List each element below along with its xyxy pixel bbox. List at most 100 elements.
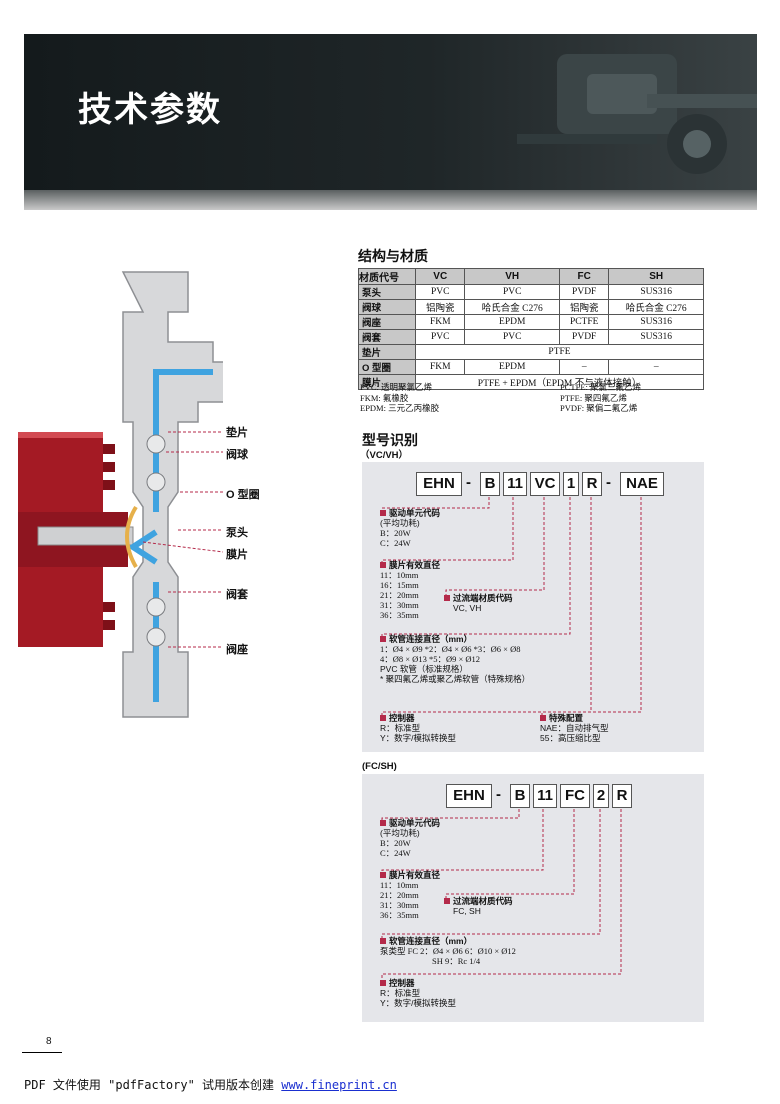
table-cell: FKM	[415, 359, 466, 375]
label-valve-ball: 阀球	[226, 449, 248, 461]
drive-unit-c: C：24W	[380, 538, 411, 548]
drive-unit-block: 驱动单元代码 (平均功耗) B：20W C：24W	[380, 818, 440, 858]
diaphragm-item: 36：35mm	[380, 910, 419, 920]
drive-unit-sub: (平均功耗)	[380, 518, 420, 528]
table-cell: PVDF	[558, 284, 610, 300]
abbreviation: PTFE: 聚四氟乙烯	[560, 392, 627, 403]
table-row: 阀球 铝陶瓷 哈氏合金 C276 铝陶瓷 哈氏合金 C276	[357, 299, 704, 315]
row-label: 阀套	[357, 329, 417, 345]
diaphragm-item: 11：10mm	[380, 880, 419, 890]
footer-text: PDF 文件使用 "pdfFactory" 试用版本创建	[24, 1078, 282, 1092]
materials-table: 材质代号 VC VH FC SH 泵头 PVC PVC PVDF SUS316 …	[357, 268, 704, 390]
footer-link[interactable]: www.fineprint.cn	[281, 1078, 397, 1092]
controller-title: 控制器	[389, 978, 415, 988]
row-label: 泵头	[357, 284, 417, 300]
label-pump-head: 泵头	[226, 527, 248, 539]
special-55: 55：高压缩比型	[540, 733, 601, 743]
tubing-line: PVC 软管（标准规格）	[380, 664, 468, 674]
special-block: 特殊配置 NAE：自动排气型 55：高压缩比型	[540, 713, 608, 743]
table-cell: 铝陶瓷	[558, 299, 610, 315]
fc-sh-subtitle: (FC/SH)	[362, 761, 397, 772]
structure-title: 结构与材质	[358, 248, 428, 264]
label-gasket: 垫片	[226, 427, 248, 439]
controller-r: R：标准型	[380, 723, 421, 733]
diaphragm-item: 36：35mm	[380, 610, 419, 620]
tubing-line: 4：Ø8 × Ø13 *5：Ø9 × Ø12	[380, 654, 481, 664]
table-cell: FKM	[415, 314, 466, 330]
vc-vh-panel	[362, 462, 704, 752]
code-special: NAE	[620, 472, 664, 496]
table-cell: SUS316	[608, 284, 704, 300]
abbreviation: PCTFE: 聚氯三氟乙烯	[560, 382, 641, 392]
tubing-line: * 聚四氟乙烯或聚乙烯软管（特殊规格）	[380, 674, 531, 684]
table-cell: PVDF	[558, 329, 610, 345]
table-cell: 哈氏合金 C276	[608, 299, 704, 315]
diaphragm-item: 21：20mm	[380, 890, 419, 900]
col-header: SH	[608, 268, 704, 285]
tubing-line: 1：Ø4 × Ø9 *2：Ø4 × Ø6 *3：Ø6 × Ø8	[380, 644, 521, 654]
table-row: 阀套 PVC PVC PVDF SUS316	[357, 329, 704, 345]
row-label: 膜片	[357, 374, 417, 390]
diaphragm-item: 11：10mm	[380, 570, 419, 580]
code-series: EHN	[416, 472, 462, 496]
label-o-ring: O 型圈	[226, 489, 260, 501]
abbreviation: FKM: 氟橡胶	[360, 392, 409, 403]
code-controller: R	[582, 472, 602, 496]
pump-diagram	[18, 271, 223, 718]
drive-shaft	[37, 526, 134, 546]
callout-lines	[142, 431, 223, 648]
table-cell: –	[558, 359, 610, 375]
code-tubing: 1	[563, 472, 579, 496]
row-label: O 型圈	[357, 359, 417, 375]
abbreviation-list: PCTFE: 聚氯三氟乙烯 PTFE: 聚四氟乙烯 PVDF: 聚偏二氟乙烯	[560, 382, 641, 414]
code-dash: -	[466, 474, 471, 491]
code-dash: -	[496, 786, 501, 803]
drive-unit-c: C：24W	[380, 848, 411, 858]
diaphragm-block: 膜片有效直径 11：10mm 21：20mm 31：30mm 36：35mm	[380, 870, 440, 920]
col-header: VC	[415, 268, 466, 285]
drive-unit-b: B：20W	[380, 838, 411, 848]
code-tubing: 2	[593, 784, 609, 808]
code-drive: B	[510, 784, 530, 808]
filter-title: 过流端材质代码	[453, 593, 513, 603]
table-cell: PVC	[415, 284, 466, 300]
machinery-photo	[517, 54, 757, 174]
special-title: 特殊配置	[549, 713, 584, 723]
table-cell: –	[608, 359, 704, 375]
diaphragm-item: 31：30mm	[380, 900, 419, 910]
diaphragm-item: 21：20mm	[380, 590, 419, 600]
page-title: 技术参数	[78, 90, 222, 130]
valve-balls	[146, 434, 166, 647]
table-cell: PVC	[464, 284, 560, 300]
fc-sh-panel	[362, 774, 704, 1022]
code-material: FC	[560, 784, 590, 808]
tubing-block: 软管连接直径（mm） 1：Ø4 × Ø9 *2：Ø4 × Ø6 *3：Ø6 × …	[380, 634, 530, 684]
tubing-title: 软管连接直径（mm）	[389, 634, 473, 644]
table-cell: PTFE	[415, 344, 704, 360]
table-row: 膜片 PTFE + EPDM（EPDM 不与液体接触）	[357, 374, 704, 390]
filter-value: VC, VH	[453, 603, 482, 613]
label-valve-sleeve: 阀套	[226, 589, 248, 601]
abbreviation-list: PVC: 透明聚氯乙烯 FKM: 氟橡胶 EPDM: 三元乙丙橡胶	[360, 382, 439, 414]
page-number: 8	[46, 1036, 52, 1047]
col-header: 材质代号	[357, 268, 417, 285]
controller-block: 控制器 R：标准型 Y：数字/模拟转换型	[380, 978, 456, 1008]
tubing-line: SH 9：Rc 1/4	[432, 956, 481, 966]
pump-head	[121, 271, 223, 718]
table-cell: 铝陶瓷	[415, 299, 466, 315]
header-banner: 技术参数	[24, 34, 757, 210]
tubing-title: 软管连接直径（mm）	[389, 936, 473, 946]
table-row: 泵头 PVC PVC PVDF SUS316	[357, 284, 704, 300]
diaphragm-title: 膜片有效直径	[389, 870, 441, 880]
banner-gradient	[24, 190, 757, 210]
table-cell: SUS316	[608, 329, 704, 345]
abbreviation: EPDM: 三元乙丙橡胶	[360, 403, 440, 413]
table-cell: SUS316	[608, 314, 704, 330]
table-cell: PVC	[415, 329, 466, 345]
drive-unit-sub: (平均功耗)	[380, 828, 420, 838]
table-row: O 型圈 FKM EPDM – –	[357, 359, 704, 375]
label-valve-seat: 阀座	[226, 644, 248, 656]
filter-block: 过流端材质代码 VC, VH	[444, 593, 513, 613]
drive-unit-title: 驱动单元代码	[389, 508, 441, 518]
code-dash: -	[606, 474, 611, 491]
